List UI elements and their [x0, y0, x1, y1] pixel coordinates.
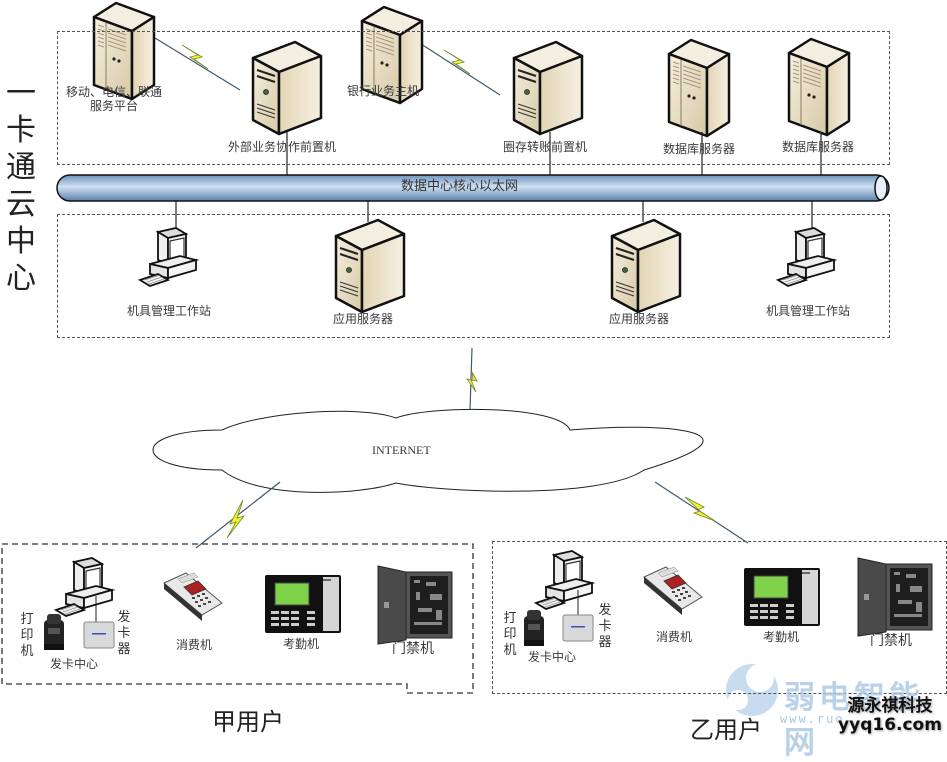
char: 器	[598, 635, 612, 650]
title-char: 一	[6, 76, 36, 111]
wireless-link-user-b	[654, 481, 749, 544]
title-char: 心	[6, 261, 36, 296]
backbone-pipe	[56, 174, 890, 202]
workstation-1-label: 机具管理工作站	[127, 304, 212, 318]
user-a-zone-border	[1, 543, 474, 694]
app-server-1-label: 应用服务器	[333, 312, 394, 326]
backbone-label: 数据中心核心以太网	[401, 179, 519, 194]
user-a-device-label: 门禁机	[392, 641, 434, 657]
internal-zone-border	[57, 214, 890, 338]
user-a-printer-label: 打 印 机	[20, 612, 34, 660]
internet-cloud	[152, 408, 704, 493]
char: 机	[20, 644, 34, 659]
mobile-platform-label-line1: 移动、电信、联通	[66, 85, 163, 99]
wireless-link-bank	[417, 41, 501, 96]
network-diagram	[1, 1, 933, 716]
transfer-frontend-label: 圈存转账前置机	[503, 140, 588, 154]
mobile-platform-label-line2: 服务平台	[90, 99, 139, 113]
wireless-link-mobile	[154, 37, 241, 91]
pos-terminal-icon	[163, 572, 223, 622]
workstation-icon	[55, 557, 113, 617]
external-zone-border	[57, 31, 890, 165]
user-b-printer-label: 打 印 机	[503, 611, 517, 659]
title-char: 卡	[6, 113, 36, 148]
user-a-device-label: 消费机	[176, 638, 213, 652]
user-b-title: 乙用户	[690, 716, 762, 744]
user-a-card-center-label: 发卡中心	[50, 657, 99, 671]
char: 印	[20, 628, 34, 643]
card-printer-icon	[44, 614, 64, 650]
char: 机	[503, 643, 517, 658]
mobile-platform-label: 移动、电信、联通 服务平台	[66, 85, 162, 113]
title-char: 通	[6, 150, 36, 185]
db-server-1-label: 数据库服务器	[663, 142, 736, 156]
user-a-device-label: 考勤机	[283, 637, 320, 651]
user-b-card-center-label: 发卡中心	[528, 650, 577, 664]
card-issuer-icon	[83, 621, 115, 649]
user-b-device-label: 门禁机	[870, 633, 912, 649]
attendance-machine-icon	[264, 574, 342, 634]
watermark-url: www.ruo	[780, 712, 845, 726]
user-b-device-label: 考勤机	[763, 630, 800, 644]
wireless-link-center-internet	[466, 347, 478, 411]
user-a-title: 甲用户	[212, 708, 284, 736]
workstation-2-label: 机具管理工作站	[766, 304, 851, 318]
external-frontend-label: 外部业务协作前置机	[228, 140, 337, 154]
bank-host-label: 银行业务主机	[347, 84, 420, 98]
access-controller-icon	[377, 565, 453, 645]
wireless-link-user-a	[195, 481, 281, 549]
brand-badge: 源永祺科技 yyq16.com	[838, 697, 942, 735]
internet-label: INTERNET	[372, 443, 431, 457]
watermark-logo-icon	[726, 664, 778, 716]
char: 印	[503, 627, 517, 642]
char: 打	[503, 611, 517, 626]
char: 发	[117, 610, 131, 625]
brand-url: yyq16.com	[838, 715, 942, 735]
brand-name: 源永祺科技	[847, 696, 933, 716]
char: 卡	[598, 619, 612, 634]
title-char: 中	[6, 224, 36, 259]
char: 发	[598, 603, 612, 618]
app-server-2-label: 应用服务器	[609, 312, 670, 326]
char: 器	[117, 642, 131, 657]
db-server-2-label: 数据库服务器	[782, 140, 855, 154]
title-char: 云	[6, 187, 36, 222]
char: 卡	[117, 626, 131, 641]
user-a-issuer-label: 发 卡 器	[117, 610, 131, 658]
user-b-issuer-label: 发 卡 器	[598, 603, 612, 651]
user-b-device-label: 消费机	[656, 630, 693, 644]
backbone-connections	[175, 132, 822, 228]
char: 打	[20, 612, 34, 627]
cloud-center-title: 一 卡 通 云 中 心	[4, 75, 38, 297]
